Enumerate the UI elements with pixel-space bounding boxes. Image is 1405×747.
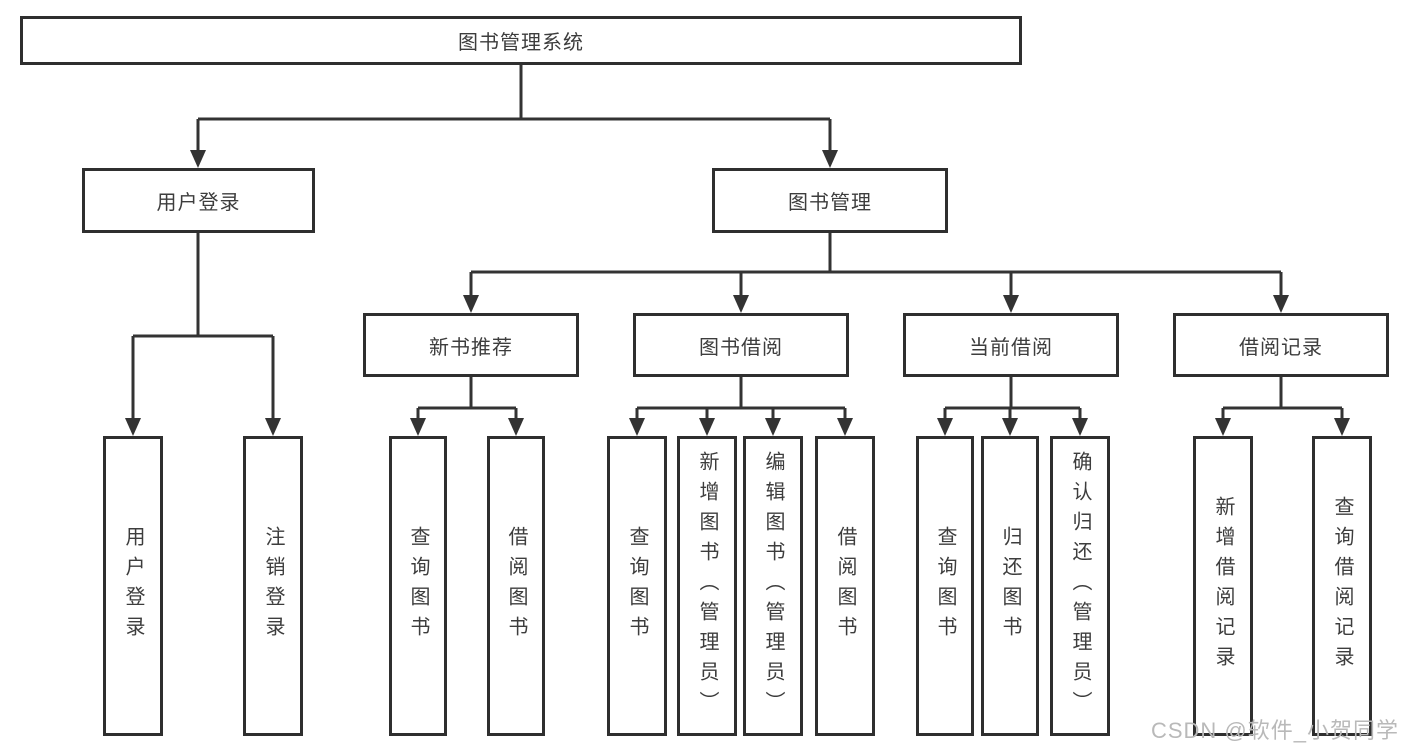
tree-edges <box>131 65 1344 419</box>
node-new-book-recommend: 新书推荐 <box>363 313 579 377</box>
arrowhead-icon <box>1072 418 1088 436</box>
csdn-watermark: CSDN @软件_小贺同学 <box>1150 718 1399 743</box>
leaf-add-books-admin: 新增图书（管理员） <box>677 436 737 736</box>
leaf-logout: 注销登录 <box>243 436 303 736</box>
node-library-system: 图书管理系统 <box>20 16 1022 65</box>
leaf-label: 查询借阅记录 <box>1331 496 1353 676</box>
leaf-edit-books-admin: 编辑图书（管理员） <box>743 436 803 736</box>
leaf-label: 借阅图书 <box>834 526 856 646</box>
arrowhead-icon <box>508 418 524 436</box>
leaf-label: 确认归还（管理员） <box>1069 451 1091 721</box>
arrowheads <box>125 150 1350 436</box>
leaf-label: 新增借阅记录 <box>1212 496 1234 676</box>
node-borrowing-records: 借阅记录 <box>1173 313 1389 377</box>
node-current-borrowing: 当前借阅 <box>903 313 1119 377</box>
leaf-label: 编辑图书（管理员） <box>762 451 784 721</box>
arrowhead-icon <box>765 418 781 436</box>
leaf-label: 借阅图书 <box>505 526 527 646</box>
arrowhead-icon <box>1334 418 1350 436</box>
leaf-add-borrow-record: 新增借阅记录 <box>1193 436 1253 736</box>
leaf-borrow-books-recommend: 借阅图书 <box>487 436 545 736</box>
leaf-query-books-borrow: 查询图书 <box>607 436 667 736</box>
node-book-management: 图书管理 <box>712 168 948 233</box>
arrowhead-icon <box>837 418 853 436</box>
node-book-borrowing: 图书借阅 <box>633 313 849 377</box>
arrowhead-icon <box>125 418 141 436</box>
arrowhead-icon <box>1002 418 1018 436</box>
leaf-query-books-current: 查询图书 <box>916 436 974 736</box>
leaf-label: 注销登录 <box>262 526 284 646</box>
arrowhead-icon <box>190 150 206 168</box>
leaf-user-login: 用户登录 <box>103 436 163 736</box>
leaf-confirm-return-admin: 确认归还（管理员） <box>1050 436 1110 736</box>
leaf-label: 归还图书 <box>999 526 1021 646</box>
arrowhead-icon <box>463 295 479 313</box>
leaf-label: 查询图书 <box>626 526 648 646</box>
leaf-borrow-books: 借阅图书 <box>815 436 875 736</box>
leaf-label: 查询图书 <box>407 526 429 646</box>
leaf-label: 用户登录 <box>122 526 144 646</box>
arrowhead-icon <box>699 418 715 436</box>
arrowhead-icon <box>937 418 953 436</box>
arrowhead-icon <box>822 150 838 168</box>
arrowhead-icon <box>629 418 645 436</box>
leaf-label: 新增图书（管理员） <box>696 451 718 721</box>
arrowhead-icon <box>265 418 281 436</box>
leaf-query-borrow-record: 查询借阅记录 <box>1312 436 1372 736</box>
arrowhead-icon <box>1003 295 1019 313</box>
leaf-query-books-recommend: 查询图书 <box>389 436 447 736</box>
node-user-login: 用户登录 <box>82 168 315 233</box>
arrowhead-icon <box>410 418 426 436</box>
arrowhead-icon <box>1273 295 1289 313</box>
arrowhead-icon <box>733 295 749 313</box>
leaf-return-books: 归还图书 <box>981 436 1039 736</box>
leaf-label: 查询图书 <box>934 526 956 646</box>
arrowhead-icon <box>1215 418 1231 436</box>
